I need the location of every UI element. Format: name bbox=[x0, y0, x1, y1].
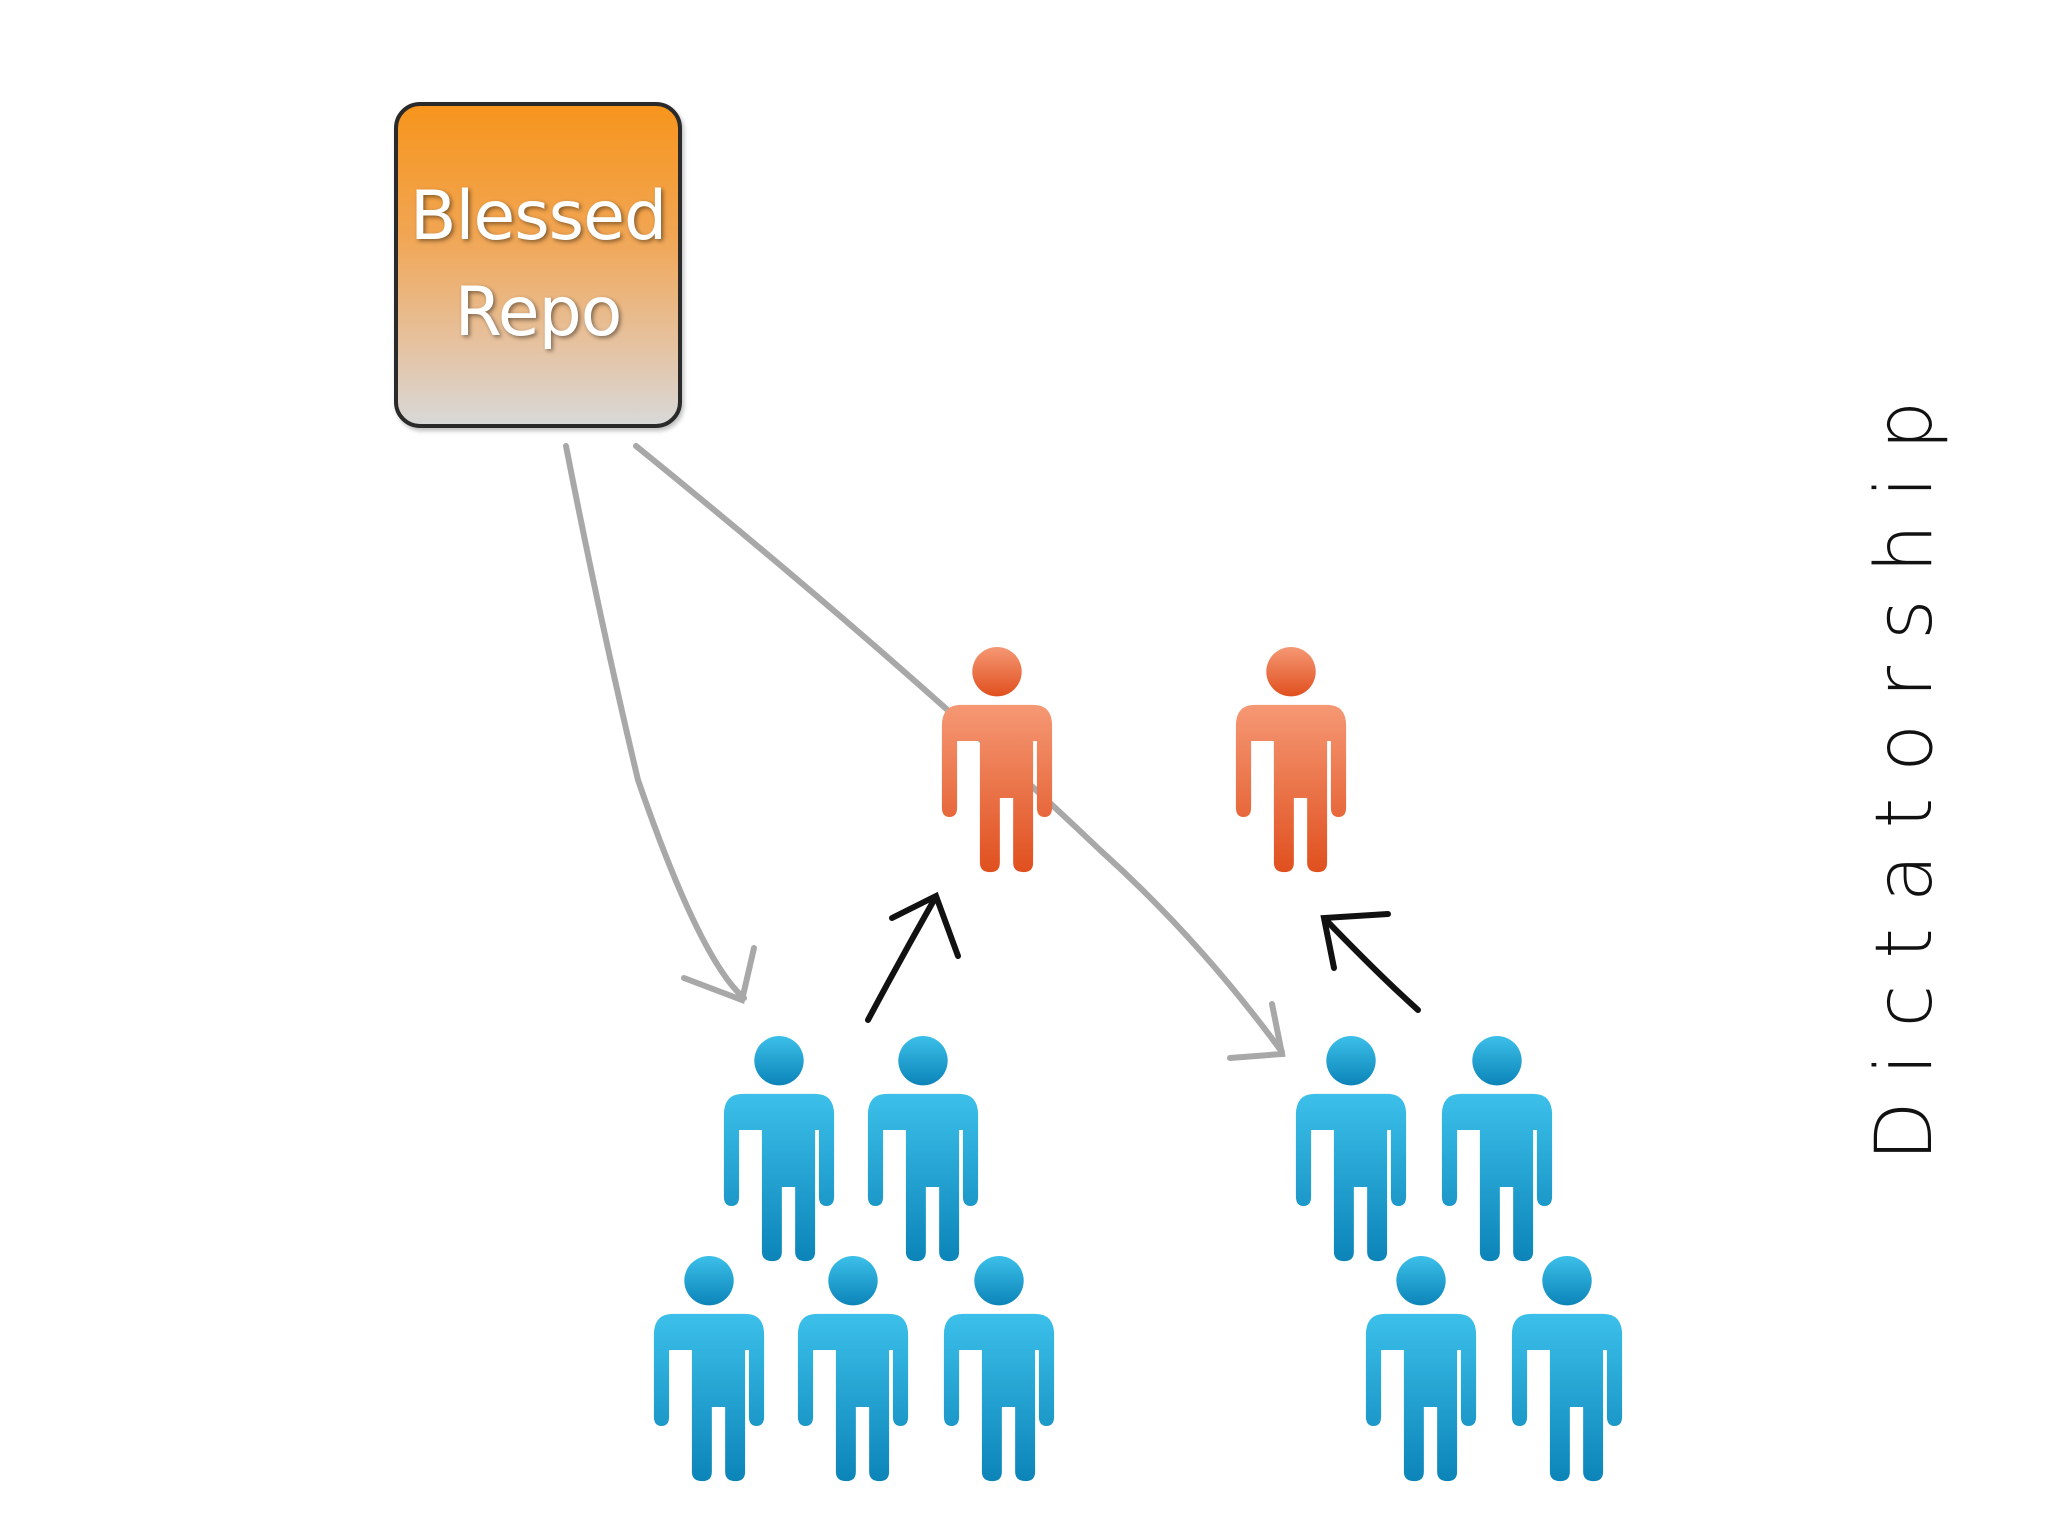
push-arrow-right bbox=[1320, 911, 1421, 1013]
push-arrow-left bbox=[865, 891, 961, 1023]
developer bbox=[1511, 1255, 1623, 1482]
developer-group-left bbox=[653, 1035, 1055, 1482]
developer bbox=[653, 1255, 765, 1482]
blessed-repo-box: Blessed Repo bbox=[394, 102, 682, 428]
slide-title: Dictatorship bbox=[1860, 374, 1950, 1162]
developer bbox=[723, 1035, 835, 1262]
developer bbox=[1295, 1035, 1407, 1262]
developer bbox=[1365, 1255, 1477, 1482]
developer bbox=[1441, 1035, 1553, 1262]
developer-group-right bbox=[1295, 1035, 1623, 1482]
pull-arrow-left bbox=[563, 443, 757, 1005]
repo-label-line1: Blessed bbox=[409, 177, 667, 256]
lieutenant-right bbox=[1235, 646, 1347, 873]
developer bbox=[797, 1255, 909, 1482]
repo-label-line2: Repo bbox=[454, 273, 623, 352]
lieutenant-left bbox=[941, 646, 1053, 873]
pull-arrow-right bbox=[633, 443, 1286, 1061]
developer bbox=[867, 1035, 979, 1262]
developer bbox=[943, 1255, 1055, 1482]
